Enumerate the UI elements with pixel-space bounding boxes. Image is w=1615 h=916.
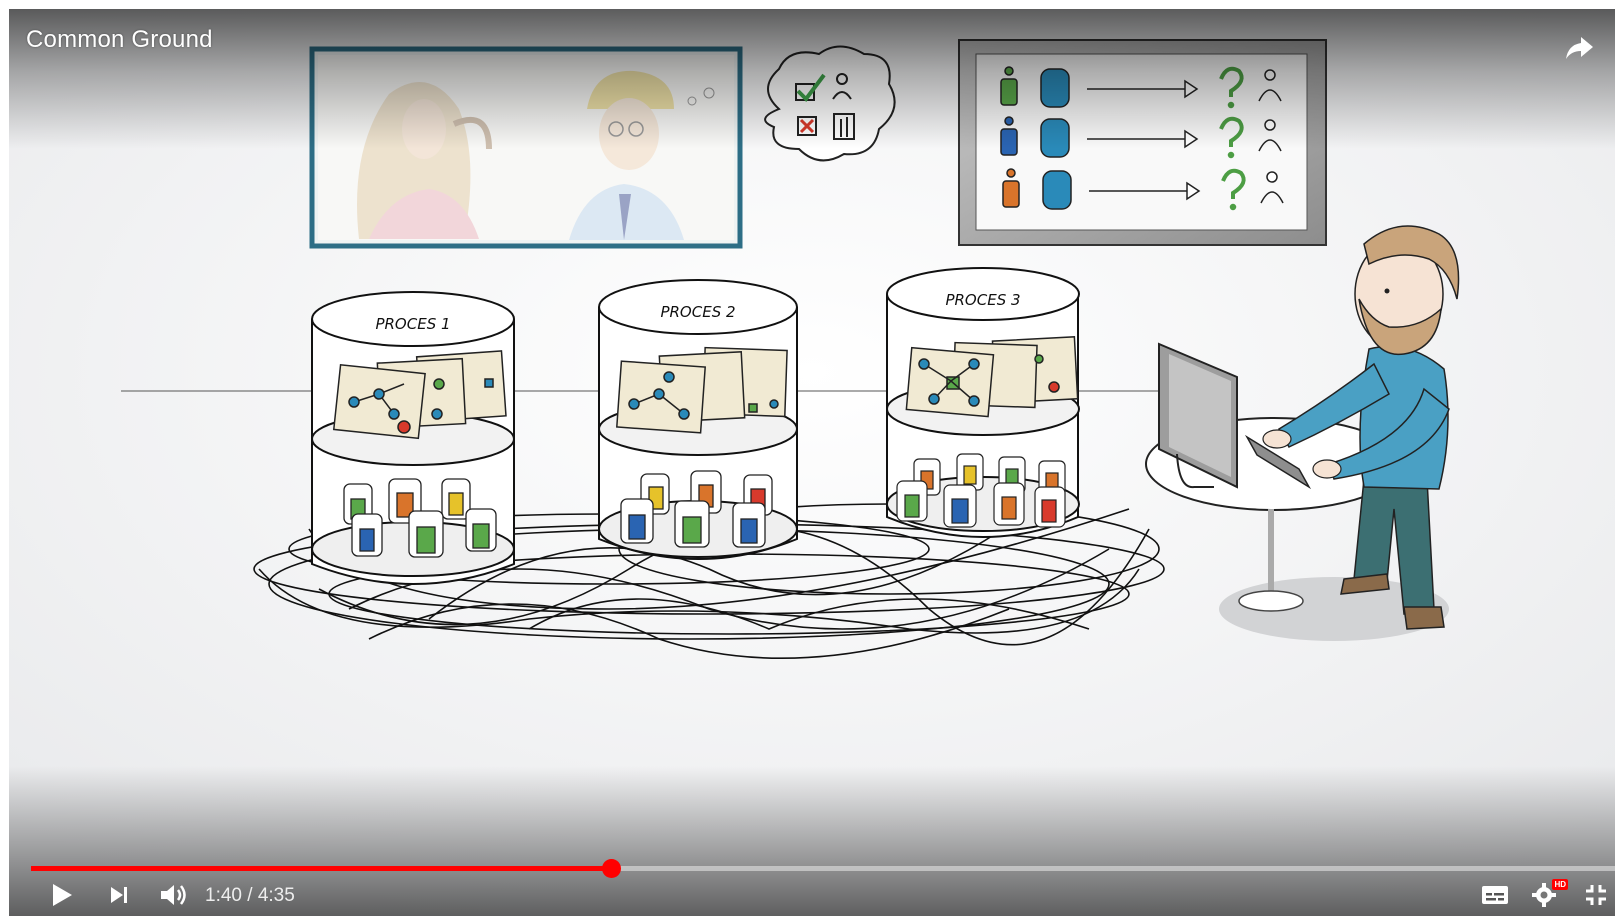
process-cylinder-3: PROCES 3 [886,267,1080,538]
time-display: 1:40 / 4:35 [205,885,295,907]
cylinder-2-label: PROCES 2 [660,303,735,321]
process-cylinder-1: PROCES 1 [311,291,515,585]
time-separator: / [241,885,258,906]
play-button[interactable] [42,877,82,913]
subtitles-icon [1482,886,1508,904]
share-button[interactable] [1561,29,1597,65]
next-button[interactable] [99,877,139,913]
exit-fullscreen-icon [1586,885,1606,905]
hd-badge: HD [1552,879,1568,890]
play-icon [53,884,72,906]
video-title[interactable]: Common Ground [26,26,213,53]
progress-scrubber[interactable] [601,859,621,878]
video-frame: PROCES 1 [9,9,1615,916]
settings-button[interactable]: HD [1524,877,1568,913]
progress-played [31,866,611,871]
settings-icon [1532,883,1556,907]
volume-button[interactable] [154,877,194,913]
video-player[interactable]: PROCES 1 [9,9,1615,916]
process-cylinder-2: PROCES 2 [598,279,798,560]
man-at-computer [1145,225,1460,641]
control-bar: 1:40 / 4:35 HD [9,877,1615,913]
share-icon [1566,37,1593,59]
cylinder-3-label: PROCES 3 [945,291,1020,309]
framed-picture [309,46,743,249]
current-time: 1:40 [205,885,242,906]
progress-bar[interactable] [31,859,1615,878]
volume-icon [161,885,186,905]
exit-fullscreen-button[interactable] [1576,877,1615,913]
cylinder-1-label: PROCES 1 [375,315,450,333]
whiteboard [958,39,1327,246]
duration: 4:35 [257,885,295,906]
subtitles-button[interactable] [1475,877,1515,913]
next-icon [111,887,127,903]
